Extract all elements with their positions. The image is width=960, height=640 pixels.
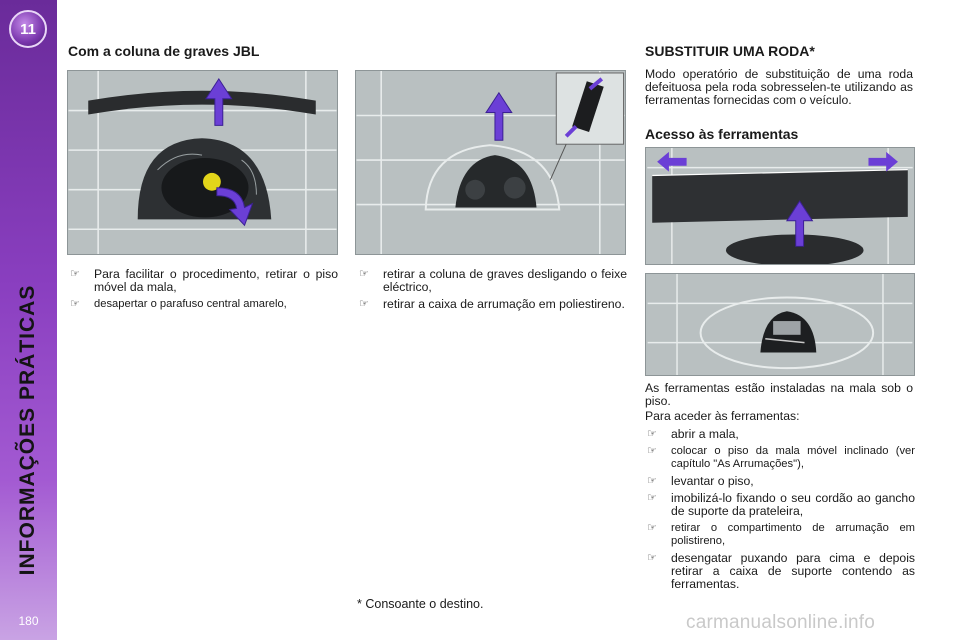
illustration-open-trunk <box>645 147 915 265</box>
hand-pointer-icon: ☞ <box>359 298 369 310</box>
trunk-subwoofer-illustration <box>68 71 337 254</box>
list-item: ☞ abrir a mala, <box>645 428 915 441</box>
chapter-sidebar: 11 INFORMAÇÕES PRÁTICAS 180 <box>0 0 57 640</box>
spare-wheel-tools-illustration <box>647 274 913 375</box>
hand-pointer-icon: ☞ <box>647 428 657 440</box>
trunk-storage-box-illustration <box>356 71 625 254</box>
list-item: ☞ imobilizá-lo fixando o seu cordão ao g… <box>645 492 915 518</box>
chapter-title: INFORMAÇÕES PRÁTICAS <box>16 284 39 576</box>
section-heading-jbl: Com a coluna de graves JBL <box>68 43 260 59</box>
list-item: ☞ desapertar o parafuso central amarelo, <box>68 298 338 311</box>
list-item: ☞ levantar o piso, <box>645 475 915 488</box>
list-item: ☞ retirar a caixa de arrumação em polies… <box>357 298 627 311</box>
footnote: * Consoante o destino. <box>357 597 484 611</box>
hand-pointer-icon: ☞ <box>647 445 657 457</box>
illustration-jbl-floor <box>67 70 338 255</box>
tools-access-step-list: ☞ abrir a mala, ☞ colocar o piso da mala… <box>645 428 915 595</box>
hand-pointer-icon: ☞ <box>70 298 80 310</box>
list-item: ☞ desengatar puxando para cima e depois … <box>645 552 915 591</box>
section-heading-wheel: SUBSTITUIR UMA RODA* <box>645 43 815 59</box>
step-text: retirar a caixa de arrumação em poliesti… <box>383 297 625 311</box>
chapter-badge: 11 <box>9 10 47 48</box>
step-text: abrir a mala, <box>671 427 739 441</box>
wheel-intro: Modo operatório de substituição de uma r… <box>645 67 913 107</box>
step-text: Para facilitar o procedimento, retirar o… <box>94 267 338 294</box>
jbl-step-list: ☞ Para facilitar o procedimento, retirar… <box>68 268 338 315</box>
step-text: colocar o piso da mala móvel inclinado (… <box>671 445 915 470</box>
step-text: levantar o piso, <box>671 474 754 488</box>
subheading-tools-access: Acesso às ferramentas <box>645 126 799 142</box>
chapter-number: 11 <box>20 20 36 38</box>
step-text: imobilizá-lo fixando o seu cordão ao gan… <box>671 491 915 518</box>
tools-location-text: As ferramentas estão instaladas na mala … <box>645 381 913 408</box>
hand-pointer-icon: ☞ <box>70 268 80 280</box>
page-number: 180 <box>18 614 39 628</box>
step-text: desapertar o parafuso central amarelo, <box>94 298 287 310</box>
illustration-jbl-removed <box>355 70 626 255</box>
step-text: retirar o compartimento de arrumação em … <box>671 522 915 547</box>
list-item: ☞ colocar o piso da mala móvel inclinado… <box>645 445 915 471</box>
list-item: ☞ retirar a coluna de graves desligando … <box>357 268 627 294</box>
hand-pointer-icon: ☞ <box>647 522 657 534</box>
illustration-tool-box <box>645 273 915 376</box>
watermark: carmanualsonline.info <box>686 612 876 633</box>
list-item: ☞ Para facilitar o procedimento, retirar… <box>68 268 338 294</box>
access-intro-text: Para aceder às ferramentas: <box>645 409 800 423</box>
hand-pointer-icon: ☞ <box>647 475 657 487</box>
step-text: retirar a coluna de graves desligando o … <box>383 267 627 294</box>
hand-pointer-icon: ☞ <box>647 492 657 504</box>
trunk-floor-lift-illustration <box>647 148 913 264</box>
hand-pointer-icon: ☞ <box>359 268 369 280</box>
step-text: desengatar puxando para cima e depois re… <box>671 551 915 591</box>
list-item: ☞ retirar o compartimento de arrumação e… <box>645 522 915 548</box>
jbl-removal-step-list: ☞ retirar a coluna de graves desligando … <box>357 268 627 315</box>
hand-pointer-icon: ☞ <box>647 552 657 564</box>
